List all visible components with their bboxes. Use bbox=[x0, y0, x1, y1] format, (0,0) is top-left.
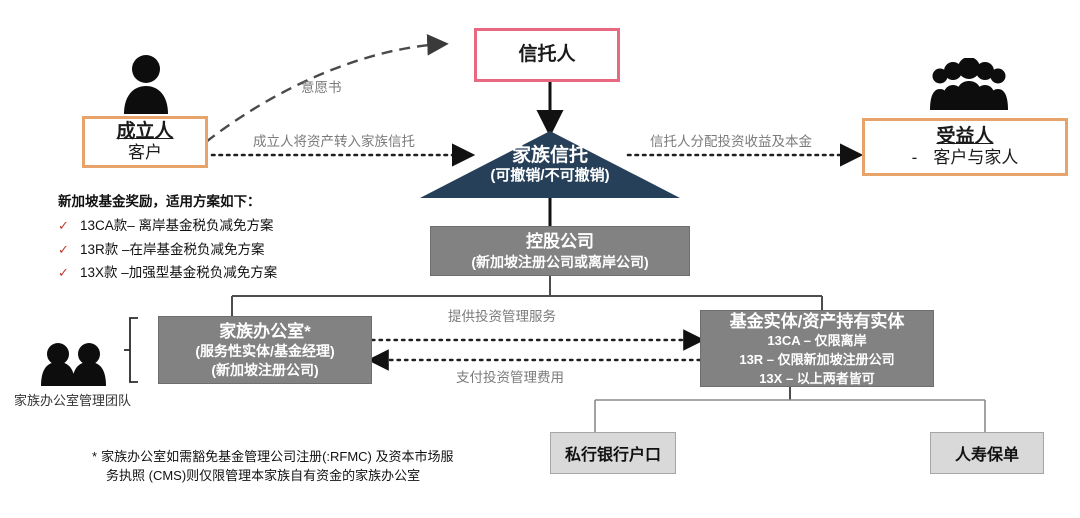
label-provide-investment-service: 提供投资管理服务 bbox=[448, 309, 556, 324]
family-office-title: 家族办公室* bbox=[219, 322, 311, 342]
node-private-bank-account[interactable]: 私行银行户口 bbox=[550, 432, 676, 474]
check-icon: ✓ bbox=[58, 218, 69, 233]
family-office-subtitle-2: (新加坡注册公司) bbox=[211, 361, 319, 378]
fund-entity-item-2: 13X – 以上两者皆可 bbox=[759, 370, 875, 386]
node-beneficiary[interactable]: 受益人 - 客户与家人 bbox=[862, 118, 1068, 176]
fund-incentives-panel: 新加坡基金奖励，适用方案如下： ✓ 13CA款– 离岸基金税负减免方案 ✓ 13… bbox=[58, 190, 388, 285]
beneficiary-title: 受益人 bbox=[936, 125, 994, 147]
footnote-line-1: 家族办公室如需豁免基金管理公司注册(:RFMC) 及资本市场服 bbox=[101, 449, 454, 464]
holding-company-title: 控股公司 bbox=[526, 232, 594, 252]
group-people-icon bbox=[930, 58, 1008, 110]
label-settlor-transfer: 成立人将资产转入家族信托 bbox=[253, 134, 415, 149]
list-item: ✓ 13R款 –在岸基金税负减免方案 bbox=[58, 238, 388, 258]
list-item: ✓ 13CA款– 离岸基金税负减免方案 bbox=[58, 214, 388, 234]
node-life-insurance[interactable]: 人寿保单 bbox=[930, 432, 1044, 474]
node-settlor[interactable]: 成立人 客户 bbox=[82, 116, 208, 168]
label-letter-of-wishes: 意愿书 bbox=[301, 80, 342, 95]
beneficiary-subtitle: 客户与家人 bbox=[933, 147, 1019, 167]
check-icon: ✓ bbox=[58, 241, 69, 257]
node-family-trust[interactable]: 家族信托 (可撤销/不可撤销) bbox=[425, 145, 675, 185]
incentives-item-1: 13R款 –在岸基金税负减免方案 bbox=[80, 241, 265, 257]
family-trust-title: 家族信托 bbox=[511, 145, 588, 166]
node-family-office[interactable]: 家族办公室* (服务性实体/基金经理) (新加坡注册公司) bbox=[158, 316, 372, 384]
settlor-subtitle: 客户 bbox=[128, 142, 162, 162]
life-insurance-label: 人寿保单 bbox=[954, 447, 1019, 464]
node-trustee[interactable]: 信托人 bbox=[474, 28, 620, 82]
footnote-line-2: 务执照 (CMS)则仅限管理本家族自有资金的家族办公室 bbox=[106, 467, 421, 483]
family-trust-subtitle: (可撤销/不可撤销) bbox=[490, 166, 610, 184]
incentives-list: ✓ 13CA款– 离岸基金税负减免方案 ✓ 13R款 –在岸基金税负减免方案 ✓… bbox=[58, 214, 388, 281]
fund-entity-title: 基金实体/资产持有实体 bbox=[729, 311, 905, 331]
incentives-item-2: 13X款 –加强型基金税负减免方案 bbox=[80, 265, 278, 280]
trustee-title: 信托人 bbox=[518, 44, 576, 66]
list-item: ✓ 13X款 –加强型基金税负减免方案 bbox=[58, 261, 388, 281]
footnote: *家族办公室如需豁免基金管理公司注册(:RFMC) 及资本市场服 务执照 (CM… bbox=[92, 448, 532, 486]
beneficiary-dash: - bbox=[911, 147, 918, 167]
holding-company-subtitle: (新加坡注册公司或离岸公司) bbox=[471, 253, 649, 270]
family-office-subtitle-1: (服务性实体/基金经理) bbox=[195, 343, 335, 360]
fund-entity-item-0: 13CA – 仅限离岸 bbox=[767, 332, 867, 348]
bracket-family-office-team bbox=[129, 317, 138, 383]
two-people-icon bbox=[41, 343, 106, 386]
label-trustee-distribute: 信托人分配投资收益及本金 bbox=[650, 134, 812, 149]
single-person-icon bbox=[124, 55, 168, 114]
fund-entity-item-1: 13R – 仅限新加坡注册公司 bbox=[739, 351, 895, 367]
label-pay-management-fee: 支付投资管理费用 bbox=[456, 370, 564, 385]
node-fund-entity[interactable]: 基金实体/资产持有实体 13CA – 仅限离岸 13R – 仅限新加坡注册公司 … bbox=[700, 310, 934, 387]
incentives-item-0: 13CA款– 离岸基金税负减免方案 bbox=[80, 218, 274, 233]
footnote-marker: * bbox=[92, 449, 98, 464]
incentives-title: 新加坡基金奖励，适用方案如下： bbox=[58, 194, 261, 209]
settlor-title: 成立人 bbox=[116, 120, 174, 142]
node-holding-company[interactable]: 控股公司 (新加坡注册公司或离岸公司) bbox=[430, 226, 690, 276]
check-icon: ✓ bbox=[58, 265, 69, 280]
label-family-office-team: 家族办公室管理团队 bbox=[14, 393, 132, 408]
private-bank-account-label: 私行银行户口 bbox=[564, 447, 661, 464]
